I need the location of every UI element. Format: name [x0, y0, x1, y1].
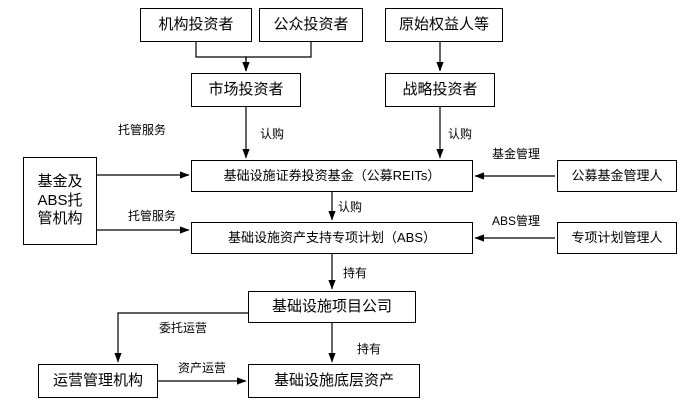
node-public-reits-fund[interactable]: 基础设施证券投资基金（公募REITs）: [191, 160, 473, 192]
edge-label-subscribe-strategic: 认购: [448, 127, 473, 141]
edge-label-subscribe-abs: 认购: [338, 200, 363, 214]
edge-label-hold-assets: 持有: [357, 342, 382, 356]
edge-label-custody-service-abs: 托管服务: [128, 209, 177, 223]
node-fund-manager[interactable]: 公募基金管理人: [557, 160, 677, 192]
node-operation-manager[interactable]: 运营管理机构: [38, 364, 158, 398]
edge-label-hold-project: 持有: [343, 266, 368, 280]
edge-label-entrusted-operation: 委托运营: [159, 321, 208, 335]
edge-institutional-to-market: [195, 42, 250, 72]
edge-public-to-market: [242, 42, 312, 72]
edge-label-fund-management: 基金管理: [492, 147, 541, 161]
edge-label-custody-service-fund: 托管服务: [118, 123, 167, 137]
edge-label-subscribe-fund: 认购: [260, 127, 285, 141]
node-abs-plan-manager[interactable]: 专项计划管理人: [557, 222, 677, 254]
node-underlying-assets[interactable]: 基础设施底层资产: [248, 364, 420, 398]
edge-label-abs-management: ABS管理: [492, 214, 541, 228]
node-strategic-investors[interactable]: 战略投资者: [385, 73, 495, 107]
node-institutional-investors[interactable]: 机构投资者: [140, 8, 252, 42]
node-abs-plan[interactable]: 基础设施资产支持专项计划（ABS）: [191, 222, 473, 254]
node-custodian-institution[interactable]: 基金及 ABS托 管机构: [23, 157, 97, 245]
node-original-equity-holders[interactable]: 原始权益人等: [385, 8, 503, 42]
node-market-investors[interactable]: 市场投资者: [191, 73, 301, 107]
edge-label-asset-operation: 资产运营: [178, 361, 227, 375]
node-project-company[interactable]: 基础设施项目公司: [248, 291, 416, 323]
node-public-investors[interactable]: 公众投资者: [259, 8, 363, 42]
